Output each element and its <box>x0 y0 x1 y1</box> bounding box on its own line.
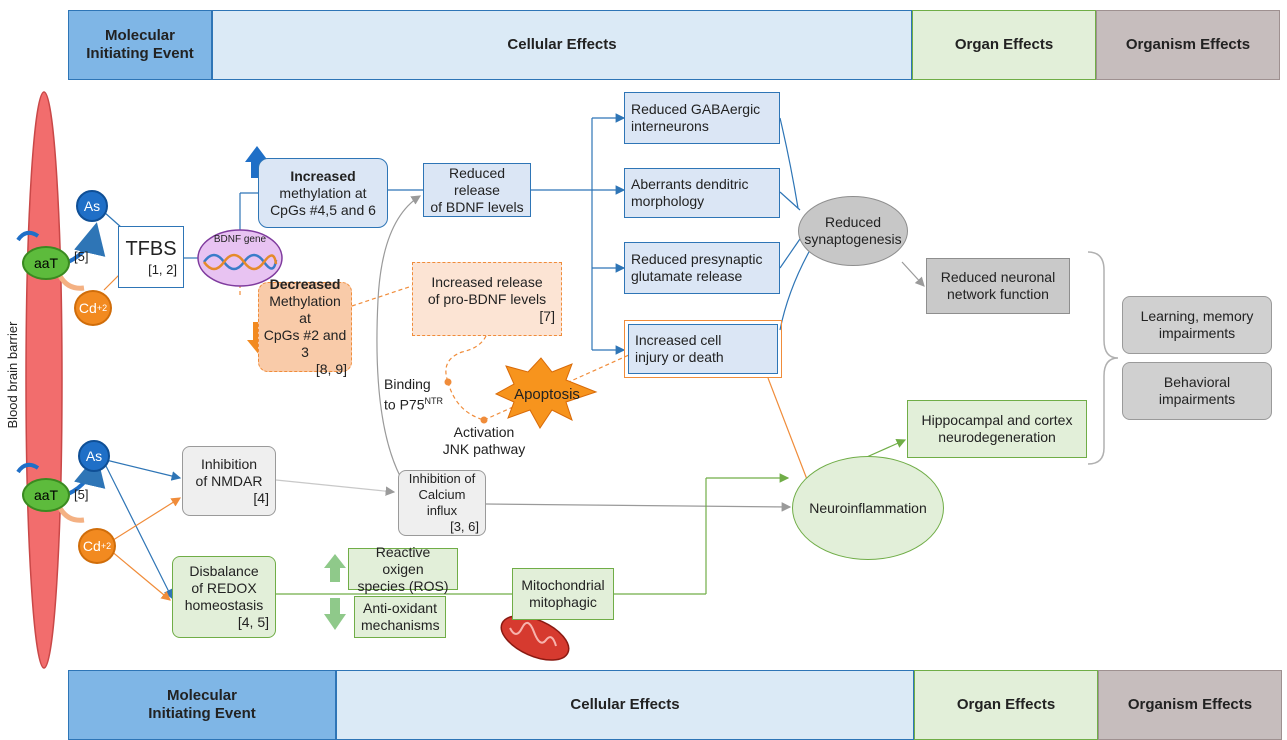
cd-ion-top: Cd+2 <box>74 290 112 326</box>
cd-ion-bottom-charge: +2 <box>100 541 112 551</box>
redox-box: Disbalance of REDOX homeostasis [4, 5] <box>172 556 276 638</box>
decreased-methylation-ref: [8, 9] <box>315 361 347 377</box>
nmdar-text: Inhibition of NMDAR <box>195 455 263 489</box>
tfbs-label: TFBS <box>125 237 177 260</box>
mitochondria-icon <box>500 615 570 661</box>
apoptosis-star <box>494 357 598 429</box>
reduced-release-box: Reduced release of BDNF levels <box>423 163 531 217</box>
binding-sup: NTR <box>424 396 443 406</box>
tfbs-ref: [1, 2] <box>148 261 177 277</box>
decreased-methylation-box: Decreased Methylation at CpGs #2 and 3 [… <box>258 276 352 377</box>
header-bottom-organism: Organism Effects <box>1098 670 1282 740</box>
tfbs-box: TFBS [1, 2] <box>118 226 184 288</box>
decreased-methylation-text: Methylation at CpGs #2 and 3 <box>263 293 347 360</box>
behavioral-box: Behavioral impairments <box>1122 362 1272 420</box>
cd-ion-bottom: Cd+2 <box>78 528 116 564</box>
apoptosis-label: Apoptosis <box>514 386 580 403</box>
network-box: Reduced neuronal network function <box>926 258 1070 314</box>
synaptogenesis-node: Reduced synaptogenesis <box>798 196 908 266</box>
calcium-text: Inhibition of Calcium influx <box>408 471 476 518</box>
injury-box: Increased cell injury or death <box>628 324 778 374</box>
header-bottom-organ: Organ Effects <box>914 670 1098 740</box>
ref-bottom: [5] <box>74 487 89 502</box>
header-top-organism: Organism Effects <box>1096 10 1280 80</box>
calcium-ref: [3, 6] <box>450 519 479 534</box>
header-bottom-molecular: Molecular Initiating Event <box>68 670 336 740</box>
learning-box: Learning, memory impairments <box>1122 296 1272 354</box>
redox-ref: [4, 5] <box>237 614 269 630</box>
decreased-methylation-title: Decreased <box>269 276 341 292</box>
increased-methylation-box: Increased methylation at CpGs #4,5 and 6 <box>258 158 388 228</box>
hippocampal-box: Hippocampal and cortex neurodegeneration <box>907 400 1087 458</box>
presynaptic-box: Reduced presynaptic glutamate release <box>624 242 780 294</box>
header-bottom-cellular: Cellular Effects <box>336 670 914 740</box>
injury-outer-frame <box>624 320 782 378</box>
redox-text: Disbalance of REDOX homeostasis <box>184 563 264 613</box>
pro-bdnf-ref: [7] <box>539 307 555 324</box>
ros-box: Reactive oxigen species (ROS) <box>348 544 458 594</box>
increased-methylation-title: Increased <box>290 167 356 184</box>
cd-ion-bottom-label: Cd <box>82 538 101 554</box>
dendritic-box: Aberrants denditric morphology <box>624 168 780 218</box>
as-ion-bottom: As <box>78 440 110 472</box>
increased-methylation-text: methylation at CpGs #4,5 and 6 <box>270 184 376 218</box>
activation-label: Activation JNK pathway <box>442 424 526 457</box>
pro-bdnf-text: Increased release of pro-BDNF levels <box>427 273 547 307</box>
membrane-shape <box>25 91 63 669</box>
aat-transporter-bottom: aaT <box>22 478 70 512</box>
cd-ion-top-charge: +2 <box>96 303 108 313</box>
header-top-organ: Organ Effects <box>912 10 1096 80</box>
mito-box: Mitochondrial mitophagic <box>512 568 614 620</box>
aat-transporter-top: aaT <box>22 246 70 280</box>
header-top-cellular: Cellular Effects <box>212 10 912 80</box>
ref-top: [5] <box>74 249 89 264</box>
neuroinflammation-node: Neuroinflammation <box>792 456 944 560</box>
blood-brain-barrier-label: Blood brain barrier <box>5 321 20 429</box>
nmdar-ref: [4] <box>253 489 269 506</box>
binding-label: Binding to P75NTR <box>384 376 450 414</box>
header-top-molecular: Molecular Initiating Event <box>68 10 212 80</box>
calcium-box: Inhibition of Calcium influx [3, 6] <box>398 470 486 536</box>
gaba-box: Reduced GABAergic interneurons <box>624 92 780 144</box>
binding-text: Binding to P75 <box>384 376 431 413</box>
bdnf-gene-label: BDNF gene <box>213 234 267 245</box>
nmdar-box: Inhibition of NMDAR [4] <box>182 446 276 516</box>
dna-icon <box>197 229 283 287</box>
pro-bdnf-box: Increased release of pro-BDNF levels [7] <box>412 262 562 336</box>
antioxidant-box: Anti-oxidant mechanisms <box>354 596 446 638</box>
cd-ion-top-label: Cd <box>78 300 97 316</box>
as-ion-top: As <box>76 190 108 222</box>
